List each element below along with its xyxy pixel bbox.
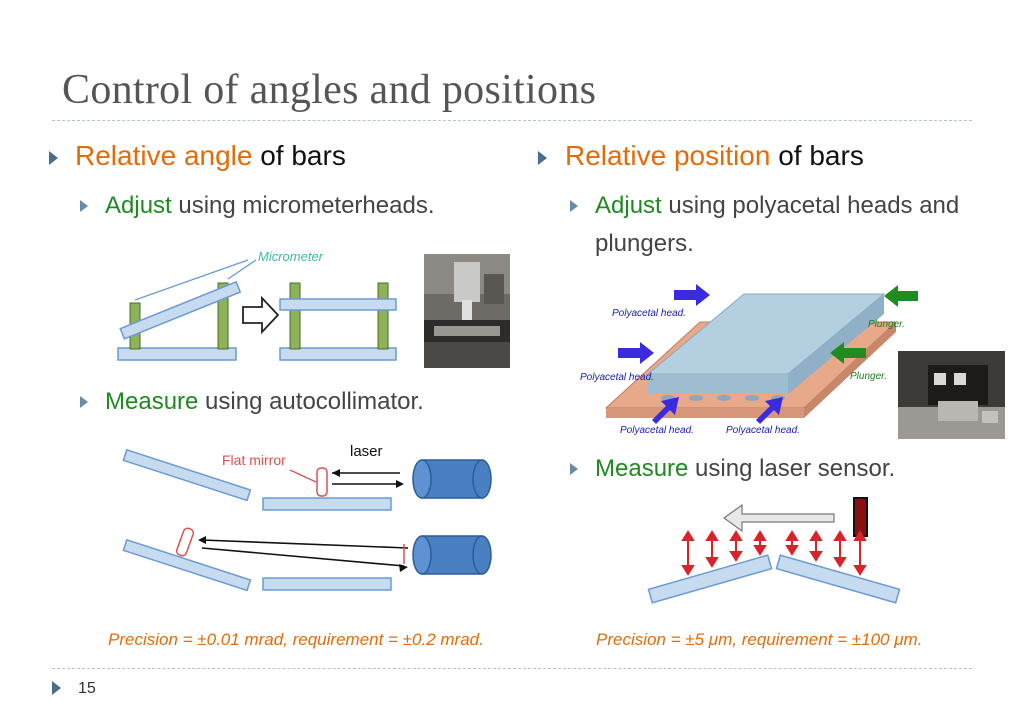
arrow-left-icon	[884, 285, 918, 307]
mirror-bottom	[175, 527, 195, 557]
poly-head-label-3: Polyacetal head.	[620, 425, 694, 436]
level-assembly	[279, 282, 397, 361]
left-adjust-verb: Adjust	[105, 192, 172, 219]
right-measure-verb: Measure	[595, 455, 689, 482]
micrometer-diagram: Micrometer	[117, 249, 397, 361]
plunger-label-2: Plunger.	[850, 371, 887, 382]
post-right-2	[377, 282, 389, 350]
title-divider	[52, 120, 972, 121]
pointer-line-2	[227, 259, 257, 280]
base-plate-edge	[606, 408, 804, 418]
autocollimator-diagram: Flat mirror laser	[122, 443, 492, 592]
left-heading-highlight: Relative angle	[75, 140, 253, 171]
beam-back-bottom	[201, 547, 405, 567]
autocollimator-bottom	[412, 535, 492, 575]
right-measure-text: using laser sensor.	[688, 455, 896, 482]
plunger-label-1: Plunger.	[868, 319, 905, 330]
tilted-assembly	[117, 259, 257, 361]
polyacetal-diagram: Polyacetal head. Polyacetal head. Polyac…	[580, 284, 918, 436]
flat-bar-top	[262, 497, 392, 511]
right-item-adjust: Adjust using polyacetal heads and plunge…	[595, 187, 985, 263]
left-item-adjust: Adjust using micrometerheads.	[105, 187, 434, 225]
sub-bullet-icon	[570, 463, 578, 475]
plunger-photo	[898, 351, 1005, 439]
right-heading-rest: of bars	[770, 140, 864, 171]
flat-bar-bottom	[262, 577, 392, 591]
micrometer-label: Micrometer	[258, 249, 324, 264]
page-title: Control of angles and positions	[62, 67, 597, 113]
measure-arrows	[681, 530, 867, 576]
laser-label: laser	[350, 443, 383, 460]
right-adjust-verb: Adjust	[595, 192, 662, 219]
level-bar	[279, 298, 397, 311]
left-adjust-text: using micrometerheads.	[171, 192, 435, 219]
footer-triangle-icon	[52, 681, 61, 695]
page-number: 15	[78, 680, 96, 697]
sub-bullet-icon	[570, 200, 578, 212]
post-right	[217, 282, 229, 350]
sub-bullet-icon	[80, 200, 88, 212]
base-bar	[117, 347, 237, 361]
mirror-top	[316, 467, 328, 497]
autocollimator-top	[412, 459, 492, 499]
right-item-measure: Measure using laser sensor.	[595, 450, 895, 488]
arrow-up-icon	[756, 397, 783, 424]
arrow-right-icon	[618, 342, 654, 364]
bullet-triangle-icon	[538, 151, 547, 165]
micrometer-photo	[424, 254, 510, 368]
right-heading-highlight: Relative position	[565, 140, 771, 171]
pointer-line-1	[134, 259, 249, 301]
left-heading: Relative angle of bars	[75, 140, 346, 172]
beam-out-bottom	[201, 539, 409, 549]
right-precision: Precision = ±5 μm, requirement = ±100 μm…	[596, 630, 923, 649]
tilted-bar-bottom	[122, 538, 252, 592]
tilted-bar	[119, 280, 242, 340]
flat-mirror-label: Flat mirror	[222, 452, 286, 468]
tilted-bar-top	[122, 448, 252, 502]
left-heading-rest: of bars	[252, 140, 346, 171]
footer-divider	[52, 668, 972, 669]
poly-head-label-2: Polyacetal head.	[580, 372, 654, 383]
right-heading: Relative position of bars	[565, 140, 864, 172]
poly-head-label-4: Polyacetal head.	[726, 425, 800, 436]
arrow-left-icon	[830, 342, 866, 364]
mirror-pointer	[289, 469, 317, 483]
sub-bullet-icon	[80, 396, 88, 408]
arrow-right-icon	[674, 284, 710, 306]
laser-sensor-head	[853, 497, 868, 537]
post-left-2	[289, 282, 301, 350]
arrow-left-icon	[332, 469, 340, 477]
right-adjust-text: using polyacetal heads and plungers.	[595, 192, 960, 257]
top-plate-front	[648, 374, 788, 394]
bar-left	[647, 554, 773, 604]
left-item-measure: Measure using autocollimator.	[105, 383, 424, 421]
base-bar-2	[279, 347, 397, 361]
base-plate-side	[804, 322, 896, 418]
laser-sensor-diagram	[647, 497, 901, 604]
arrow-left-icon	[722, 503, 835, 533]
bullet-triangle-icon	[49, 151, 58, 165]
poly-head-label-1: Polyacetal head.	[612, 308, 686, 319]
arrow-right-icon	[399, 564, 408, 572]
arrow-right-icon	[242, 295, 280, 335]
bar-right	[775, 554, 901, 604]
arrow-left-icon	[198, 536, 206, 544]
arrow-up-icon	[652, 397, 679, 424]
left-measure-text: using autocollimator.	[198, 388, 424, 415]
arrow-right-icon	[396, 480, 404, 488]
left-precision: Precision = ±0.01 mrad, requirement = ±0…	[108, 630, 484, 649]
top-plate-side	[788, 294, 884, 394]
left-measure-verb: Measure	[105, 388, 199, 415]
